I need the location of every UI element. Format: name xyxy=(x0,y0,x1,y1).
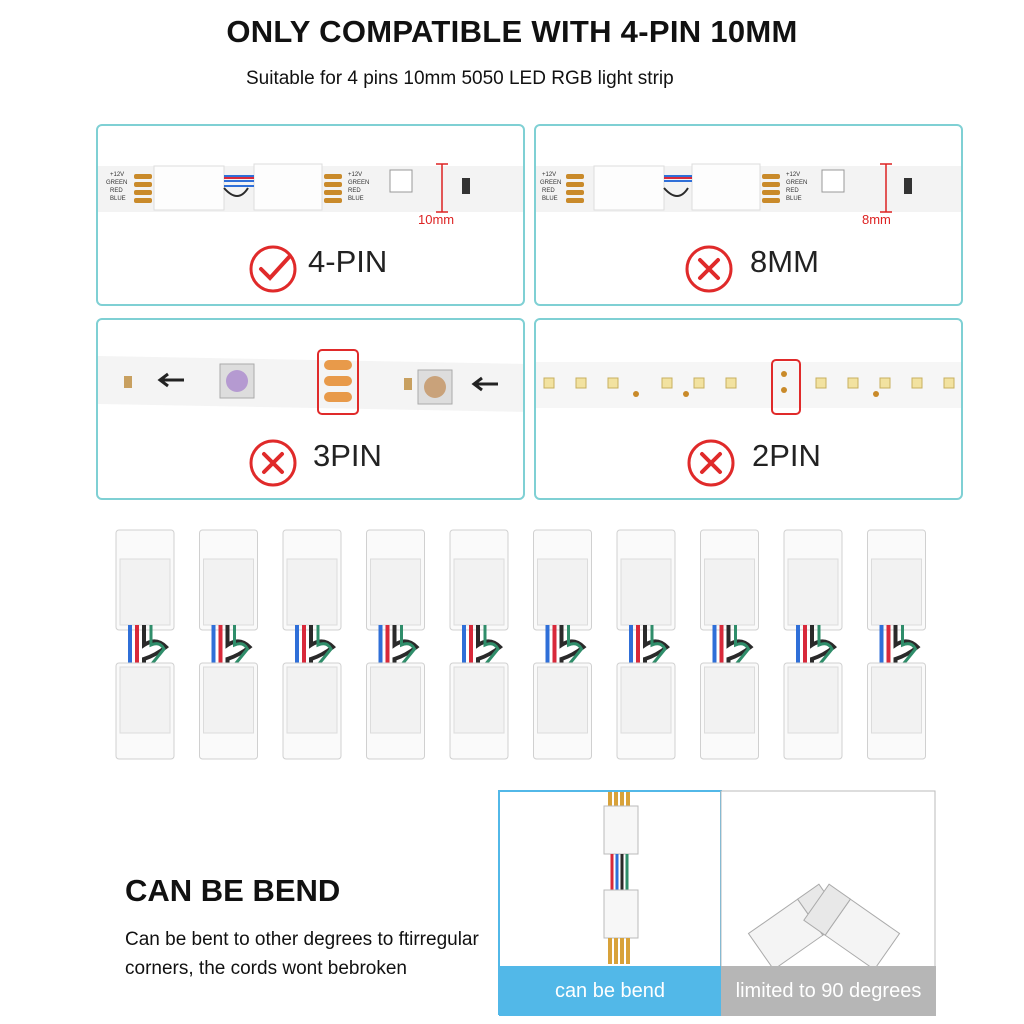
connector-item xyxy=(366,529,425,760)
svg-text:+12V: +12V xyxy=(542,172,556,178)
strip-illustration xyxy=(536,359,961,415)
svg-text:GREEN: GREEN xyxy=(786,180,807,186)
connector-item xyxy=(700,529,759,760)
connector-item xyxy=(533,529,592,760)
svg-text:RED: RED xyxy=(348,188,361,194)
svg-text:+12V: +12V xyxy=(786,172,800,178)
svg-text:BLUE: BLUE xyxy=(348,196,364,202)
svg-text:BLUE: BLUE xyxy=(786,196,802,202)
connector-row xyxy=(115,529,926,760)
measure-label: 8mm xyxy=(862,212,891,227)
panel-2pin: 2PIN xyxy=(534,318,963,500)
svg-text:RED: RED xyxy=(786,188,799,194)
connector-item xyxy=(199,529,258,760)
page-subtitle: Suitable for 4 pins 10mm 5050 LED RGB li… xyxy=(246,68,674,89)
connector-item xyxy=(783,529,843,760)
panel-label: 2PIN xyxy=(752,438,821,473)
svg-text:+12V: +12V xyxy=(110,172,124,178)
bend-title: CAN BE BEND xyxy=(125,873,341,908)
panel-label: 3PIN xyxy=(313,438,382,473)
cross-icon xyxy=(685,245,733,293)
svg-text:GREEN: GREEN xyxy=(540,180,561,186)
connector-item xyxy=(616,529,676,760)
svg-text:GREEN: GREEN xyxy=(106,180,127,186)
svg-text:RED: RED xyxy=(110,188,123,194)
connector-item xyxy=(282,529,342,760)
page-title: ONLY COMPATIBLE WITH 4-PIN 10MM xyxy=(226,14,798,49)
svg-text:BLUE: BLUE xyxy=(542,196,558,202)
connector-item xyxy=(449,529,509,760)
svg-text:BLUE: BLUE xyxy=(110,196,126,202)
connector-item xyxy=(867,529,926,760)
check-icon xyxy=(249,245,297,293)
measure-label: 10mm xyxy=(418,212,455,227)
svg-text:RED: RED xyxy=(542,188,555,194)
svg-text:GREEN: GREEN xyxy=(348,180,369,186)
panel-label: 8MM xyxy=(750,244,819,279)
bend-description: Can be bent to other degrees to ftirregu… xyxy=(125,929,479,979)
cross-icon xyxy=(687,439,735,487)
svg-text:+12V: +12V xyxy=(348,172,362,178)
panel-3pin: 3PIN xyxy=(96,318,525,500)
cross-icon xyxy=(249,439,297,487)
connector-item xyxy=(115,529,175,760)
panel-8mm: +12V GREEN RED BLUE +12V GREEN RED BLUE 8mm 8M… xyxy=(534,124,963,306)
strip-illustration: +12V GREEN RED BLUE +12V GREEN RED BLUE xyxy=(98,163,523,213)
panel-label: 4-PIN xyxy=(308,244,388,279)
strip-illustration: +12V GREEN RED BLUE +12V GREEN RED BLUE xyxy=(536,163,961,213)
caption-can-bend: can be bend xyxy=(499,966,721,1016)
caption-limited-90: limited to 90 degrees xyxy=(721,966,936,1016)
panel-4pin: +12V GREEN RED BLUE +12V GREEN RED BLUE 10mm 4… xyxy=(96,124,525,306)
strip-illustration xyxy=(98,349,523,415)
